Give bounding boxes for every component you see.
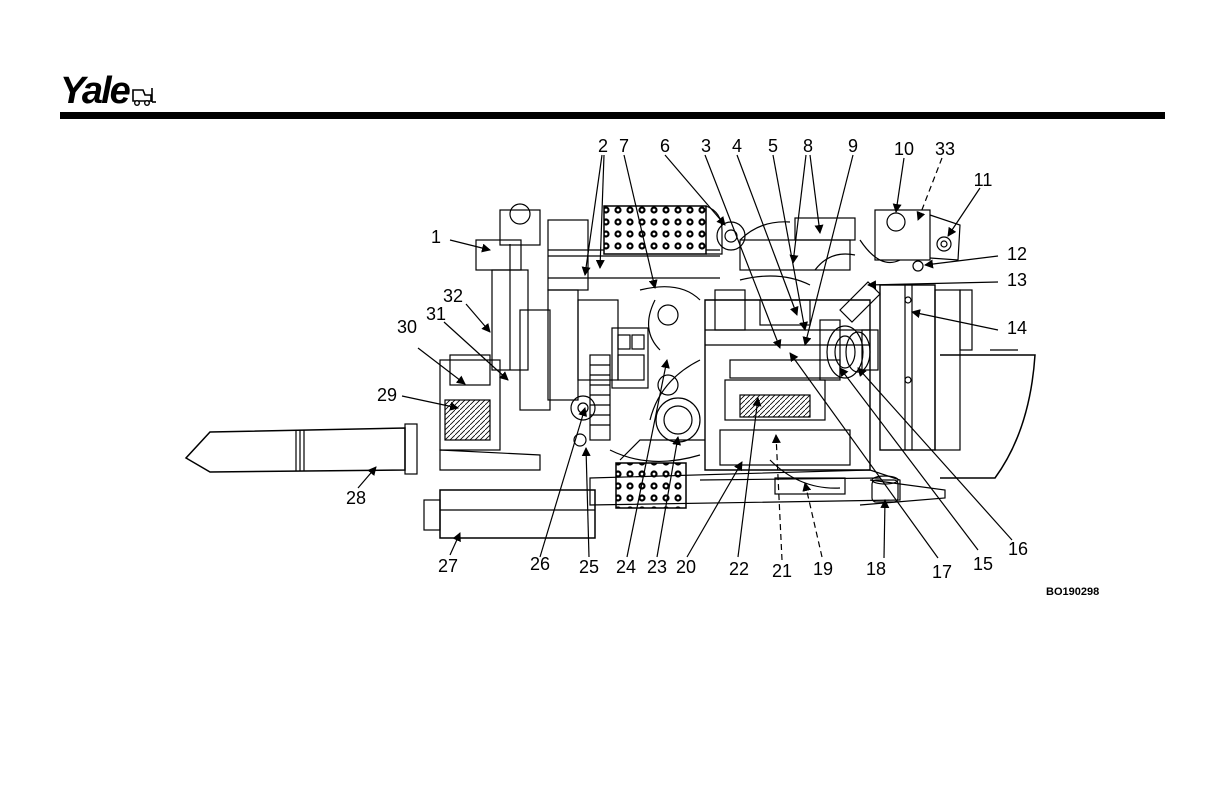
cap-12 (913, 261, 923, 271)
callout-23: 23 (647, 557, 667, 577)
callout-13: 13 (1007, 270, 1027, 290)
figure-code: BO190298 (1046, 586, 1099, 598)
callout-6: 6 (660, 136, 670, 156)
cap-10 (887, 213, 905, 231)
callout-2: 2 (598, 136, 608, 156)
counterweight (440, 490, 595, 538)
callout-19: 19 (813, 559, 833, 579)
callout-3: 3 (701, 136, 711, 156)
callout-8: 8 (803, 136, 813, 156)
callout-5: 5 (768, 136, 778, 156)
fork-tine (186, 424, 417, 474)
engine-illustration (186, 204, 1035, 538)
callout-16: 16 (1008, 539, 1028, 559)
callout-27: 27 (438, 556, 458, 576)
callout-30: 30 (397, 317, 417, 337)
callout-31: 31 (426, 304, 446, 324)
callout-12: 12 (1007, 244, 1027, 264)
callout-22: 22 (729, 559, 749, 579)
callout-33: 33 (935, 139, 955, 159)
callout-11: 11 (974, 170, 993, 190)
cap-11 (937, 237, 951, 251)
callout-7: 7 (619, 136, 629, 156)
bottom-grille (616, 463, 686, 508)
callout-9: 9 (848, 136, 858, 156)
callout-20: 20 (676, 557, 696, 577)
radiator (880, 285, 972, 450)
callout-24: 24 (616, 557, 636, 577)
callout-18: 18 (866, 559, 886, 579)
front-cowl (940, 355, 1035, 478)
callout-17: 17 (932, 562, 952, 582)
callout-labels: 1 2 3 4 5 6 7 8 9 10 11 12 13 14 15 16 1… (346, 136, 1028, 582)
callout-29: 29 (377, 385, 397, 405)
top-grille (604, 206, 706, 254)
callout-26: 26 (530, 554, 550, 574)
callout-32: 32 (443, 286, 463, 306)
gear-wheel (590, 355, 610, 440)
callout-10: 10 (894, 139, 914, 159)
callout-21: 21 (772, 561, 792, 581)
callout-1: 1 (431, 227, 441, 247)
callout-14: 14 (1007, 318, 1027, 338)
filter-canister (656, 398, 700, 442)
callout-15: 15 (973, 554, 993, 574)
callout-28: 28 (346, 488, 366, 508)
callout-25: 25 (579, 557, 599, 577)
callout-4: 4 (732, 136, 742, 156)
